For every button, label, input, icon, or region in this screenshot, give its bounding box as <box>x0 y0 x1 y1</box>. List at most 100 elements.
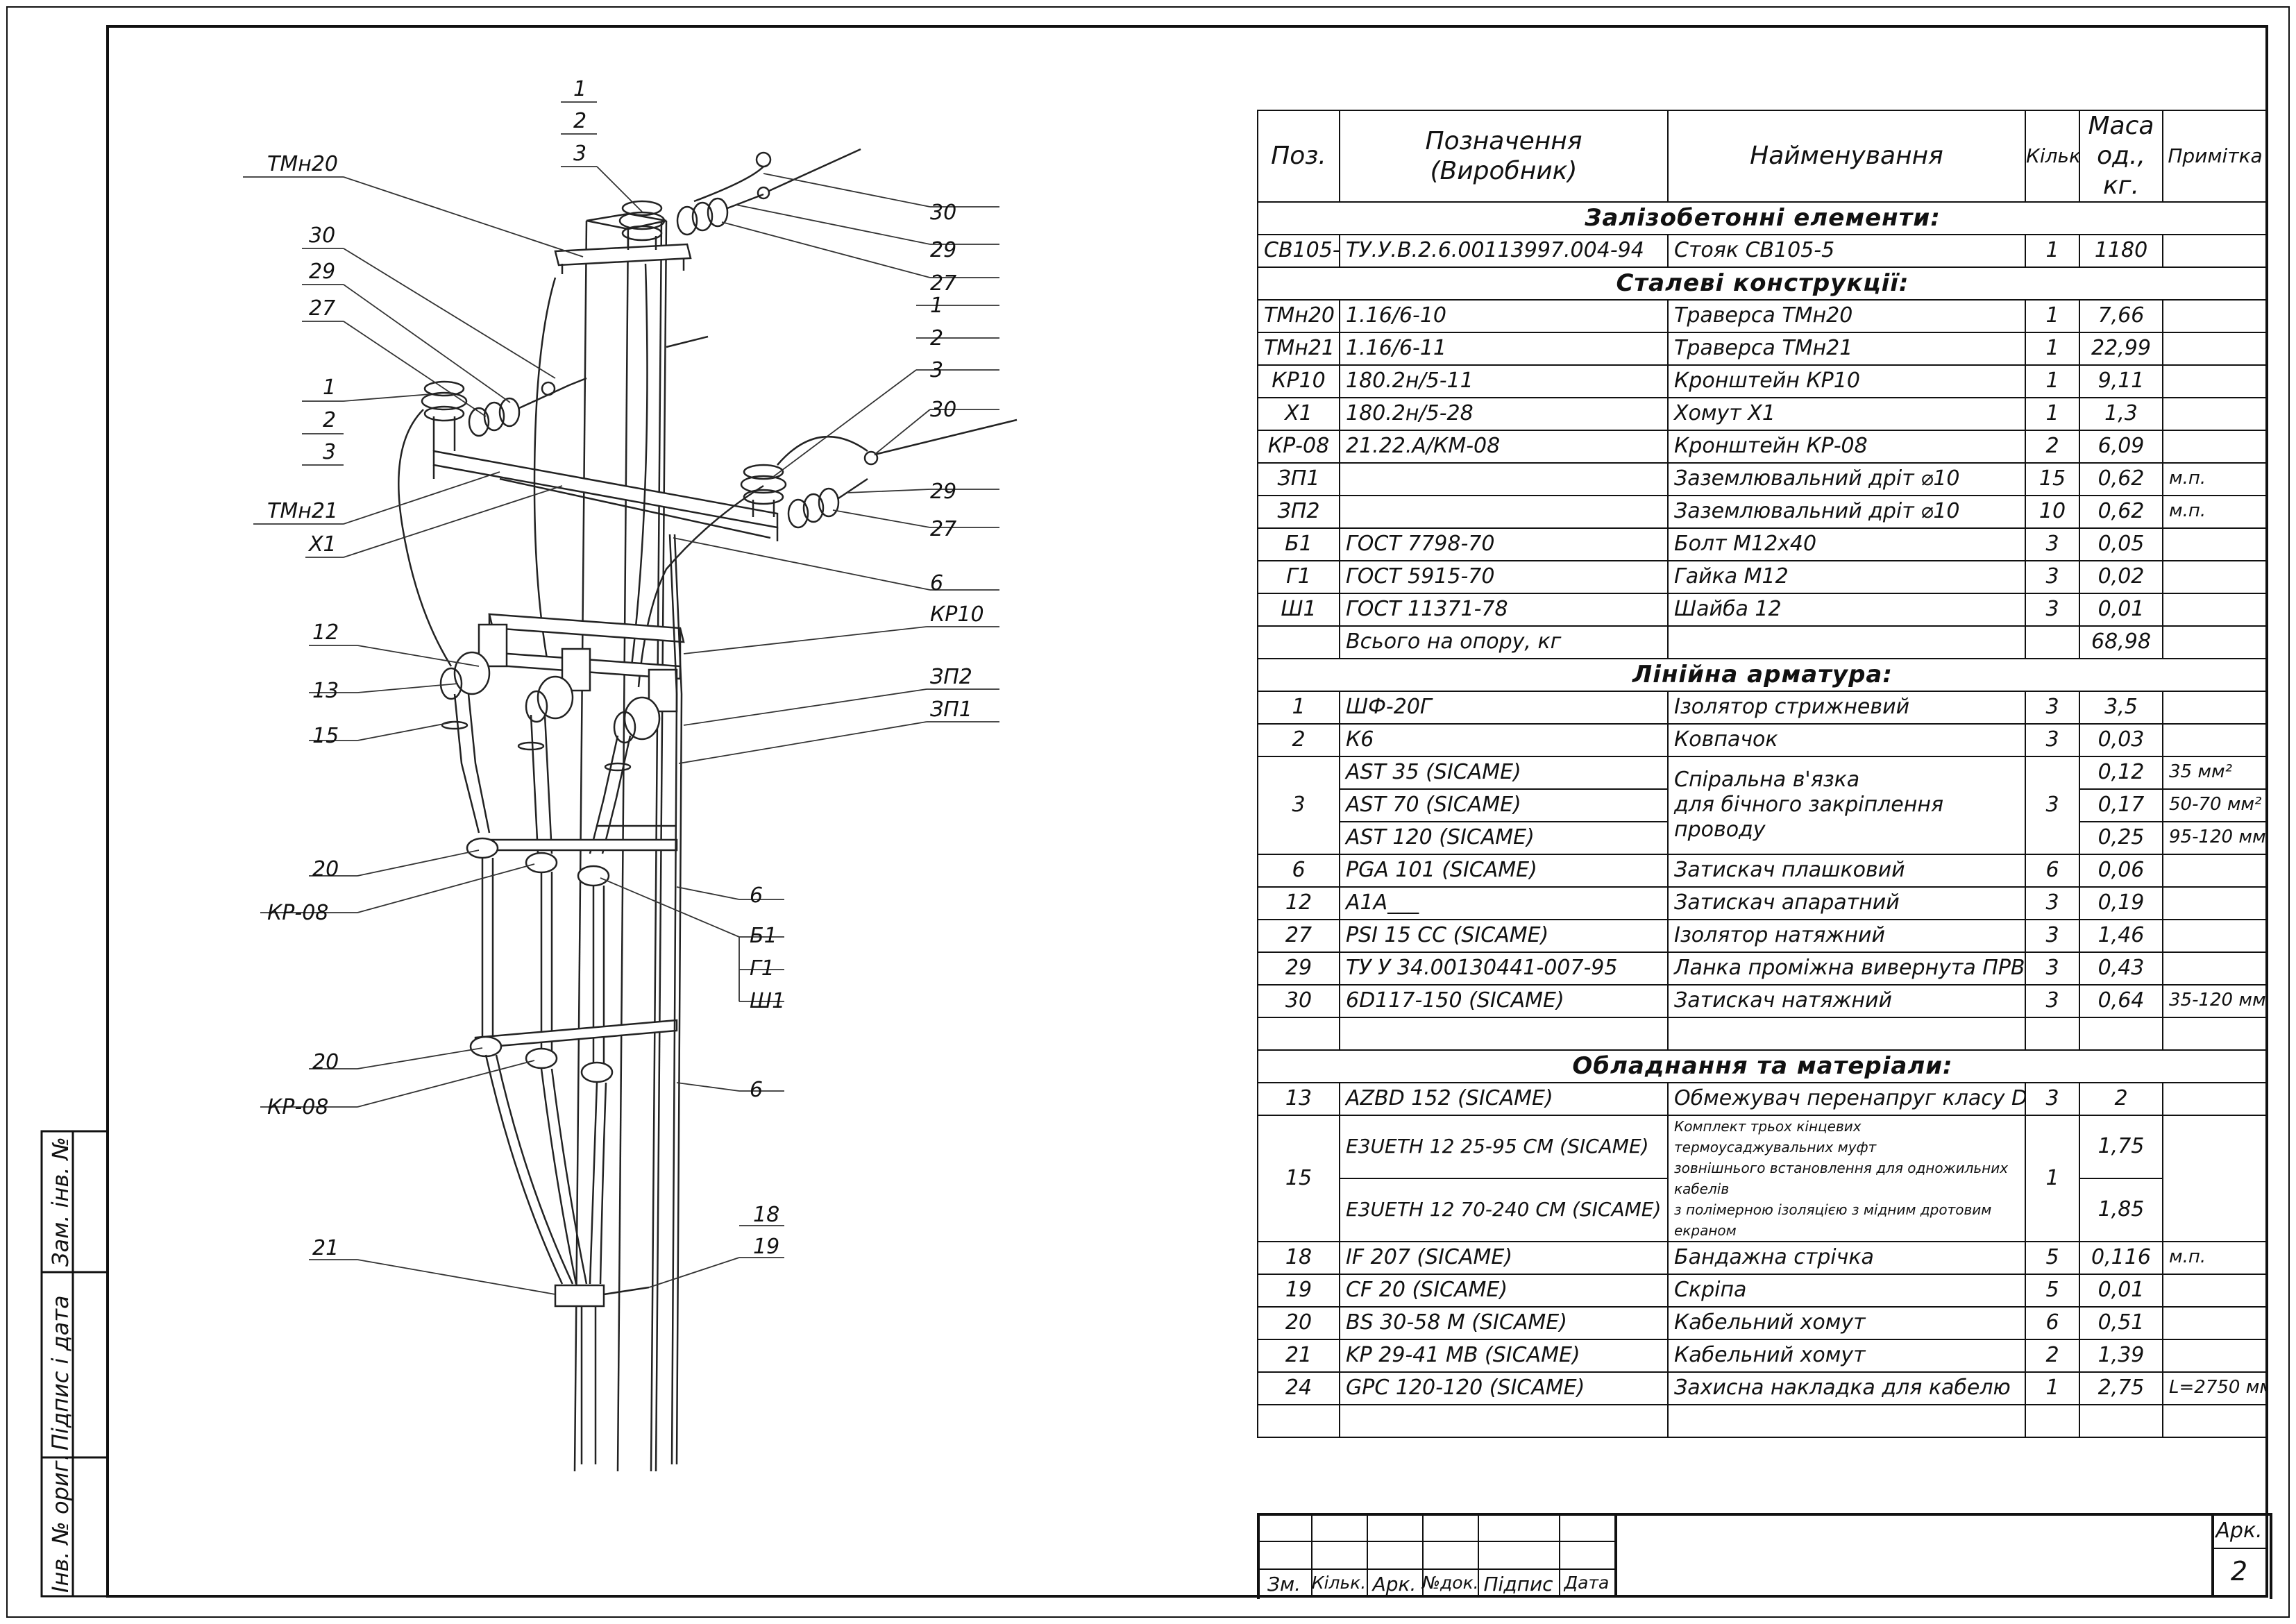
table-header-row: Поз. Позначення (Виробник) Найменування … <box>1257 110 2268 203</box>
cell-note <box>2162 331 2268 366</box>
cell-mass: 0,03 <box>2079 722 2163 757</box>
cell-note <box>2162 690 2268 725</box>
cell-des: ГОСТ 11371-78 <box>1339 592 1669 627</box>
cell-pos: 2 <box>1257 722 1340 757</box>
cell-qty: 3 <box>2025 559 2080 594</box>
callout-label: ЗП2 <box>930 665 972 689</box>
cell-note <box>2162 429 2268 464</box>
cell-name-line: Комплект трьох кінцевих термоусаджувальн… <box>1674 1117 1877 1156</box>
callout-label: ЗП1 <box>930 697 972 722</box>
cell-name: Обмежувач перенапруг класу DH <box>1667 1081 2026 1116</box>
cell-pos: 29 <box>1257 951 1340 986</box>
stamp-zam-inv: Зам. інв. № <box>47 1137 74 1267</box>
cell-qty: 3 <box>2025 918 2080 953</box>
cell-des: GPC 120-120 (SICAME) <box>1339 1371 1669 1405</box>
cell-note <box>2162 527 2268 561</box>
cell-pos: ЗП1 <box>1257 462 1340 496</box>
cell-des: Всього на опору, кг <box>1339 625 1669 659</box>
callout-label: КР-08 <box>267 901 328 925</box>
stamp-sign-date: Підпис і дата <box>47 1295 74 1450</box>
callout-label: 21 <box>312 1236 339 1260</box>
cell-note <box>2162 396 2268 431</box>
cell-name: Комплект трьох кінцевих термоусаджувальн… <box>1667 1114 2026 1242</box>
cell-name: Хомут Х1 <box>1667 396 2026 431</box>
cell-mass: 0,06 <box>2079 853 2163 888</box>
outer-frame <box>6 6 2290 1618</box>
side-stamp-frame <box>40 1130 109 1598</box>
tb-zm: Зм. <box>1267 1573 1301 1596</box>
callout-label: 13 <box>312 679 339 703</box>
top-tension-string <box>676 148 861 236</box>
cell-mass: 0,01 <box>2079 1273 2163 1308</box>
cell-name: Гайка М12 <box>1667 559 2026 594</box>
callout-label: КР-08 <box>267 1095 328 1119</box>
cell-des: AZBD 152 (SICAME) <box>1339 1081 1669 1116</box>
cell-name: Траверса ТМн20 <box>1667 298 2026 333</box>
table-row: AST 120 (SICAME) 0,25 95-120 мм² <box>1258 820 2268 855</box>
lower-traverse <box>432 450 779 541</box>
cell-qty: 3 <box>2025 1081 2080 1116</box>
cell-des: 180.2н/5-28 <box>1339 396 1669 431</box>
callout-label: 27 <box>930 271 956 296</box>
empty-row <box>1257 1016 2268 1051</box>
cell-note: 50-70 мм² <box>2162 788 2268 822</box>
section-title: Лінійна арматура: <box>1257 657 2268 692</box>
section-row: Залізобетонні елементи: <box>1257 201 2268 235</box>
header-designation: Позначення (Виробник) <box>1339 110 1669 203</box>
cell-pos: 18 <box>1257 1240 1340 1275</box>
cell-des: ТУ У 34.00130441-007-95 <box>1339 951 1669 986</box>
callout-label: 29 <box>930 480 956 504</box>
table-row: E3UETH 12 70-240 CM (SICAME) 1,85 <box>1258 1177 2268 1242</box>
cell-des: AST 70 (SICAME) <box>1339 788 1669 822</box>
callout-label: 20 <box>312 1050 339 1074</box>
cell-mass: 0,62 <box>2079 494 2163 529</box>
callout-labels: 1 2 3 ТМн20 30 29 27 1 2 3 ТМн21 Х1 30 2… <box>267 77 984 1260</box>
header-note: Примітка <box>2162 110 2268 203</box>
cell-name: Затискач плашковий <box>1667 853 2026 888</box>
table-row: 2 К6 Ковпачок 3 0,03 <box>1257 722 2268 757</box>
callout-label: 15 <box>312 724 339 748</box>
header-qty: Кільк. <box>2025 110 2080 203</box>
callout-label: 30 <box>930 398 956 422</box>
cell-des: ШФ-20Г <box>1339 690 1669 725</box>
cell-note <box>2162 592 2268 627</box>
left-insulator <box>421 380 570 451</box>
cell-qty: 1 <box>2025 396 2080 431</box>
cell-mass: 0,19 <box>2079 886 2163 920</box>
cell-pos: Г1 <box>1257 559 1340 594</box>
cell-des: ТУ.У.В.2.6.00113997.004-94 <box>1339 233 1669 268</box>
cell-qty: 1 <box>2025 364 2080 398</box>
cell-des: PGA 101 (SICAME) <box>1339 853 1669 888</box>
callout-label: ТМн20 <box>267 152 338 176</box>
cell-pos: ТМн20 <box>1257 298 1340 333</box>
cell-name: Кронштейн КР10 <box>1667 364 2026 398</box>
callout-label: 30 <box>309 223 335 248</box>
title-block-grid <box>1478 1513 1479 1596</box>
callout-label: 2 <box>573 109 586 133</box>
title-block-grid <box>1559 1513 1560 1596</box>
cell-qty: 3 <box>2025 983 2080 1018</box>
cell-mass: 1,75 <box>2079 1114 2163 1179</box>
cell-note <box>2162 886 2268 920</box>
table-row: 13 AZBD 152 (SICAME) Обмежувач перенапру… <box>1257 1081 2268 1116</box>
callout-label: 6 <box>930 571 943 595</box>
cell-qty: 5 <box>2025 1240 2080 1275</box>
callout-label: 29 <box>309 260 335 284</box>
cell-note <box>2162 918 2268 953</box>
cell-qty: 3 <box>2025 592 2080 627</box>
callout-label: 12 <box>312 620 339 645</box>
ground-wires <box>668 534 683 1465</box>
cell-name: Заземлювальний дріт ⌀10 <box>1667 462 2026 496</box>
callout-label: 2 <box>930 326 943 350</box>
cell-note <box>2162 625 2268 659</box>
cell-name: Кабельний хомут <box>1667 1338 2026 1373</box>
cell-des: A1A___ <box>1339 886 1669 920</box>
leader-lines <box>243 101 999 1295</box>
cell-pos: 13 <box>1257 1081 1340 1116</box>
